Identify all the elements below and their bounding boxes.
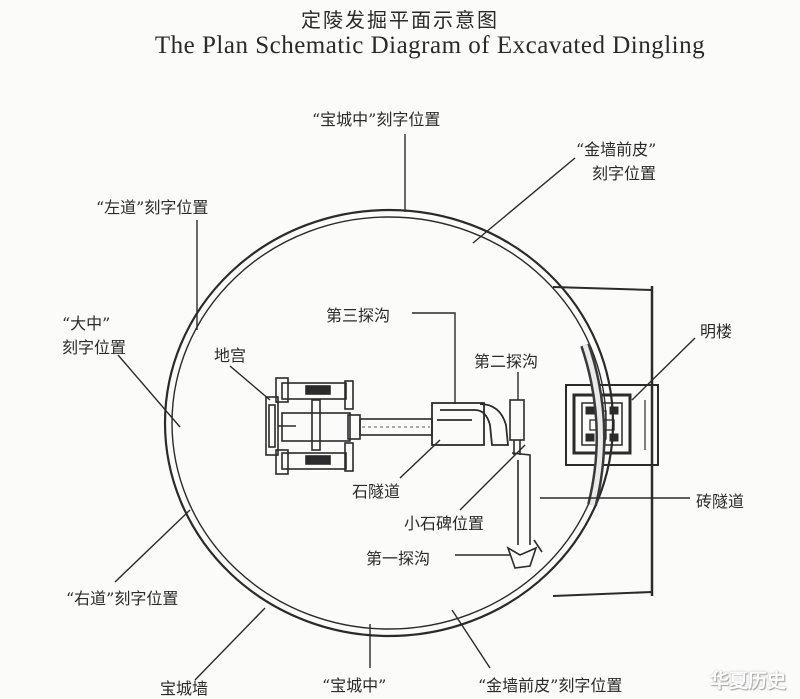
watermark: 华夏历史 [709, 670, 786, 692]
label-jinqiang-top-line2: 刻字位置 [592, 164, 657, 183]
label-zuodao: “左道”刻字位置 [96, 198, 209, 217]
enclosure-top-line [552, 286, 653, 291]
leader-small-stele [459, 444, 526, 511]
label-brick-tunnel: 砖隧道 [696, 492, 745, 511]
leader-minglou [631, 337, 696, 401]
enclosure-bottom-line [552, 591, 653, 597]
label-dazhong-line2: 刻字位置 [62, 338, 127, 357]
stone-tunnel [431, 402, 509, 446]
label-jinqiang-top-line1: “金墙前皮” [576, 140, 657, 159]
label-jinqiang-bottom: “金墙前皮”刻字位置 [478, 676, 623, 695]
minglou-outer [565, 384, 659, 466]
underground-palace [265, 377, 433, 475]
leader-dazhong [117, 354, 181, 428]
leader-jinqiang-top [472, 157, 576, 244]
label-digong: 地宫 [214, 346, 247, 365]
label-minglou: 明楼 [700, 322, 733, 341]
label-baocheng-top: “宝城中”刻字位置 [312, 110, 441, 129]
baocheng-wall-outer [163, 208, 615, 638]
label-trench2: 第二探沟 [474, 352, 539, 371]
leader-jinqiang-bottom [451, 609, 491, 669]
leader-trench3 [412, 312, 456, 404]
label-baocheng-wall: 宝城墙 [160, 679, 209, 698]
label-trench3: 第三探沟 [326, 306, 391, 325]
label-youdao: “右道”刻字位置 [66, 589, 179, 608]
title-english: The Plan Schematic Diagram of Excavated … [154, 32, 706, 59]
title-chinese: 定陵发掘平面示意图 [301, 8, 499, 32]
leader-digong [229, 365, 271, 401]
label-small-stele: 小石碑位置 [404, 514, 485, 533]
second-trench [506, 399, 543, 569]
label-baocheng-bottom: “宝城中” [322, 676, 387, 695]
leader-youdao [114, 509, 191, 583]
label-stone-tunnel: 石隧道 [352, 482, 401, 501]
leader-baocheng-wall [194, 607, 266, 681]
label-dazhong-line1: “大中” [62, 314, 111, 333]
leader-stone-tunnel [399, 439, 441, 479]
label-trench1: 第一探沟 [366, 549, 431, 568]
